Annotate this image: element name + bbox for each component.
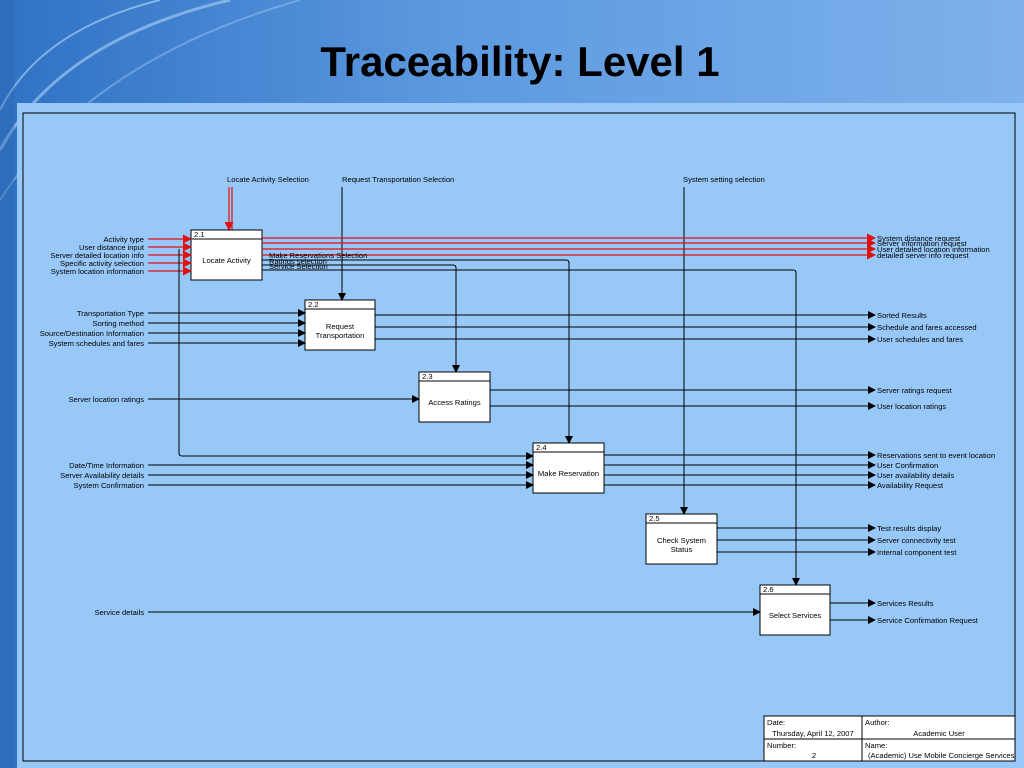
output-label: Reservations sent to event location — [877, 451, 995, 460]
number-label: Number: — [767, 741, 796, 750]
output-label: Sorted Results — [877, 311, 927, 320]
internal-output-label: Make Reservations Selection — [269, 251, 367, 260]
activity-title: Check System — [657, 536, 706, 545]
activity-number: 2.1 — [194, 230, 205, 239]
activity-title: Access Ratings — [428, 398, 481, 407]
activity-box-2-4[interactable]: 2.4 Make Reservation — [532, 442, 605, 494]
input-label: Service details — [95, 608, 145, 617]
activity-title: Status — [671, 545, 693, 554]
activity-box-2-6[interactable]: 2.6 Select Services — [759, 584, 831, 636]
activity-title: Make Reservation — [538, 469, 599, 478]
inputs-2-1: Activity type User distance input Server… — [50, 234, 192, 276]
output-label: Server ratings request — [877, 386, 953, 395]
output-label: Service Confirmation Request — [877, 616, 979, 625]
outputs-2-3: Server ratings request User location rat… — [490, 386, 953, 411]
activity-number: 2.6 — [763, 585, 774, 594]
activity-box-2-5[interactable]: 2.5 Check System Status — [645, 513, 718, 565]
outputs-2-5: Test results display Server connectivity… — [717, 524, 957, 557]
output-label: User schedules and fares — [877, 335, 963, 344]
input-label: System schedules and fares — [49, 339, 145, 348]
input-label: Activity type — [103, 235, 144, 244]
output-label: Schedule and fares accessed — [877, 323, 977, 332]
input-label: Transportation Type — [77, 309, 144, 318]
output-label: Server connectivity test — [877, 536, 956, 545]
control-label-system: System setting selection — [683, 175, 765, 184]
input-label: Server Availability details — [60, 471, 144, 480]
input-label: Date/Time Information — [69, 461, 144, 470]
output-label: detailed server info request — [877, 251, 969, 260]
outputs-2-6: Services Results Service Confirmation Re… — [830, 599, 979, 625]
activity-number: 2.5 — [649, 514, 660, 523]
outputs-2-2: Sorted Results Schedule and fares access… — [375, 311, 977, 344]
input-label: System Confirmation — [74, 481, 144, 490]
activity-number: 2.2 — [308, 300, 319, 309]
activity-box-2-2[interactable]: 2.2 Request Transportation — [304, 299, 376, 351]
output-label: User Confirmation — [877, 461, 938, 470]
author-value: Academic User — [913, 729, 965, 738]
activity-title: Select Services — [769, 611, 822, 620]
output-label: Test results display — [877, 524, 941, 533]
output-label: Availability Request — [877, 481, 944, 490]
input-label: Source/Destination Information — [40, 329, 144, 338]
control-label-locate: Locate Activity Selection — [227, 175, 309, 184]
input-label: Server detailed location info — [50, 251, 144, 260]
internal-selections-2-1: Make Reservations Selection Ratings sele… — [262, 251, 800, 586]
diagram-frame — [22, 112, 1016, 762]
input-label: Server location ratings — [68, 395, 144, 404]
control-label-transport: Request Transportation Selection — [342, 175, 454, 184]
outputs-2-4: Reservations sent to event location User… — [604, 451, 995, 490]
output-label: User availability details — [877, 471, 954, 480]
activity-title: Transportation — [316, 331, 365, 340]
activity-box-2-1[interactable]: 2.1 Locate Activity — [190, 229, 263, 281]
feedback-2-1-to-2-4 — [178, 249, 534, 460]
date-value: Thursday, April 12, 2007 — [772, 729, 854, 738]
activity-number: 2.4 — [536, 443, 547, 452]
inputs-2-3: Server location ratings — [68, 395, 420, 404]
activity-number: 2.3 — [422, 372, 433, 381]
input-label: Sorting method — [93, 319, 145, 328]
internal-output-label: Ratings selection — [269, 257, 327, 266]
output-label: Internal component test — [877, 548, 957, 557]
output-label: System distance request — [877, 234, 961, 243]
slide-title: Traceability: Level 1 — [320, 38, 720, 85]
output-label: Server information request — [877, 239, 967, 248]
number-value: 2 — [812, 751, 816, 760]
output-label: User location ratings — [877, 402, 946, 411]
name-value: (Academic) Use Mobile Concierge Services — [868, 751, 1015, 760]
input-label: User distance input — [79, 243, 145, 252]
input-label: Specific activity selection — [60, 259, 144, 268]
idef0-diagram: Locate Activity Selection Request Transp… — [22, 112, 1016, 762]
date-label: Date: — [767, 718, 785, 727]
inputs-2-2: Transportation Type Sorting method Sourc… — [40, 309, 306, 348]
author-label: Author: — [865, 718, 889, 727]
diagram-canvas: Locate Activity Selection Request Transp… — [17, 103, 1024, 768]
output-label: Services Results — [877, 599, 934, 608]
output-label: User detailed location information — [877, 245, 990, 254]
input-label: System location information — [51, 267, 144, 276]
name-label: Name: — [865, 741, 887, 750]
inputs-2-6: Service details — [95, 608, 761, 617]
activity-title: Locate Activity — [202, 256, 251, 265]
internal-output-label: Service Selection — [269, 262, 328, 271]
inputs-2-4: Date/Time Information Server Availabilit… — [60, 461, 534, 490]
activity-box-2-3[interactable]: 2.3 Access Ratings — [418, 371, 491, 423]
diagram-info-table: Date: Thursday, April 12, 2007 Author: A… — [763, 715, 1016, 762]
outputs-2-1: System distance request Server informati… — [262, 233, 990, 260]
activity-title: Request — [326, 322, 355, 331]
